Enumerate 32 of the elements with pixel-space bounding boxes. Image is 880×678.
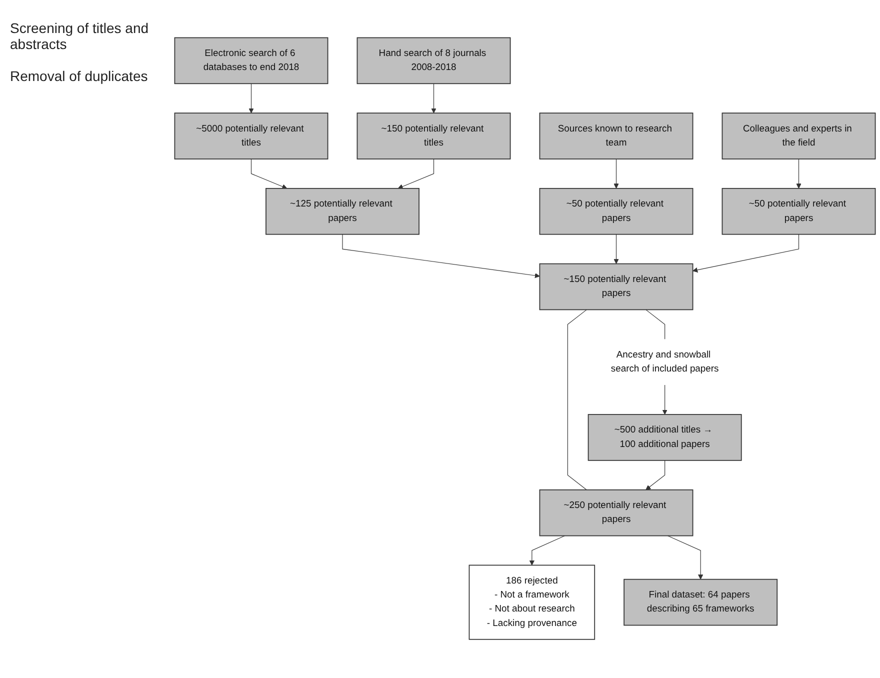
node-box: ~150 potentially relevant papers [539, 264, 694, 311]
node-box: Sources known to research team [539, 113, 694, 160]
arrow [614, 234, 619, 264]
arrow [398, 159, 434, 190]
node-box: ~50 potentially relevant papers [539, 188, 694, 236]
arrow [796, 159, 802, 190]
node-box: ~150 potentially relevant titles [356, 113, 511, 160]
note-text: Screening of titles and abstracts [10, 20, 150, 52]
node-box: ~250 potentially relevant papers [539, 490, 694, 537]
node-box: ~5000 potentially relevant titles [174, 113, 328, 160]
node-box: ~50 potentially relevant papers [722, 188, 876, 236]
node-box: 186 rejected - Not a framework - Not about research - Lacking provenance [468, 565, 596, 640]
node-box: Colleagues and experts in the field [722, 113, 876, 160]
connector [567, 310, 587, 491]
arrow [667, 536, 704, 580]
arrow [342, 234, 540, 279]
arrow [692, 234, 800, 273]
node-box: ~500 additional titles → 100 additional papers [588, 414, 742, 462]
node-text: Ancestry and snowball search of included papers [610, 350, 719, 374]
connector [646, 310, 666, 340]
arrow [529, 536, 566, 566]
node-box: ~125 potentially relevant papers [266, 188, 420, 236]
arrow [614, 159, 619, 190]
node-box: Electronic search of 6 databases to end 2018 [174, 38, 328, 85]
arrow [646, 460, 666, 491]
note-text: Removal of duplicates [10, 68, 149, 84]
arrow [248, 84, 254, 114]
arrow [250, 159, 288, 190]
node-box: Hand search of 8 journals 2008-2018 [356, 38, 511, 85]
node-box: Final dataset: 64 papers describing 65 frameworks [624, 579, 778, 626]
arrow [662, 385, 668, 416]
arrow [431, 84, 436, 114]
